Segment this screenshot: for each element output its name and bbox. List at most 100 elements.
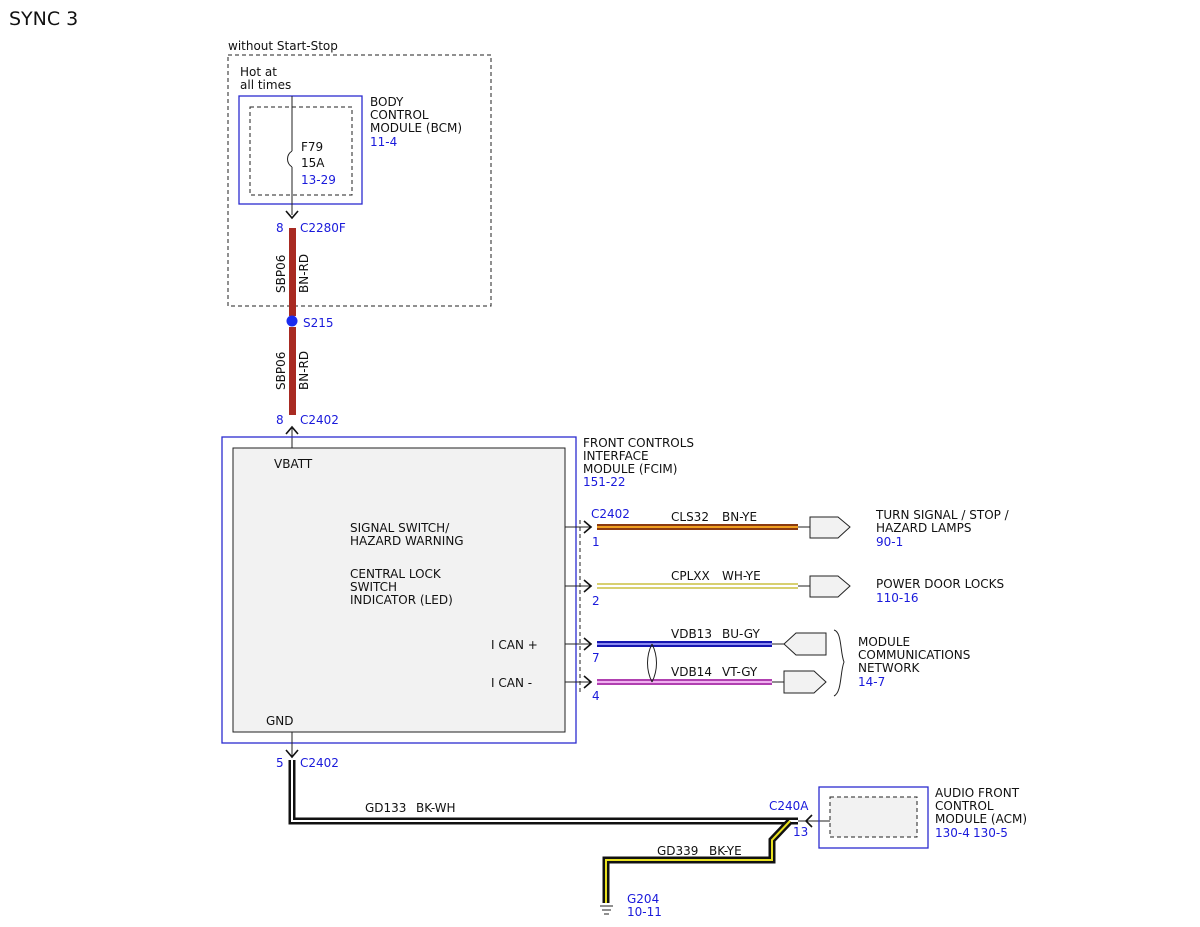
wire-cplxx-stripe (597, 585, 798, 587)
start-stop-region (227, 54, 492, 307)
out7-pin: 7 (592, 651, 600, 665)
brace-icon (833, 629, 845, 697)
fcim-vbatt: VBATT (274, 457, 313, 471)
fcim-name-1: FRONT CONTROLS (583, 436, 694, 450)
connector-arrow-icon (804, 814, 813, 828)
fuse-rating: 15A (301, 156, 325, 170)
wire-cls32-stripe (597, 526, 798, 528)
start-stop-label: without Start-Stop (228, 39, 338, 53)
acm-name-3: MODULE (ACM) (935, 812, 1027, 826)
out2-circuit: CPLXX (671, 569, 710, 583)
out1-dest-1: TURN SIGNAL / STOP / (875, 508, 1010, 522)
fuse-symbol-icon (287, 150, 293, 168)
wire-gd339-stripe (605, 820, 791, 903)
fcim-signal-1: SIGNAL SWITCH/ (350, 521, 450, 535)
fcim-vbatt-pin: 8 (276, 413, 284, 427)
acm-connector-name[interactable]: C240A (769, 799, 809, 813)
out2-ref[interactable]: 110-16 (876, 591, 919, 605)
twisted-pair-icon (647, 643, 657, 683)
wire-sbp06-lower[interactable] (289, 327, 296, 415)
fcim-lock-3: INDICATOR (LED) (350, 593, 453, 607)
fcim-name-3: MODULE (FCIM) (583, 462, 677, 476)
acm-name-1: AUDIO FRONT (935, 786, 1020, 800)
destination-connector-icon (809, 575, 851, 598)
wire-upper-color: BN-RD (297, 254, 311, 293)
out1-color: BN-YE (722, 510, 757, 524)
connector-arrow-icon (583, 579, 593, 593)
bcm-name-2: CONTROL (370, 108, 429, 122)
acm-connector-pin: 13 (793, 825, 808, 839)
splice-dot-icon[interactable] (286, 315, 298, 327)
out2-dest-1: POWER DOOR LOCKS (876, 577, 1004, 591)
out2-pin: 2 (592, 594, 600, 608)
splice-name[interactable]: S215 (303, 316, 334, 330)
gd339-circuit: GD339 (657, 844, 698, 858)
network-name-1: MODULE (858, 635, 910, 649)
out4-circuit: VDB14 (671, 665, 712, 679)
hot-at-label-2: all times (240, 78, 291, 92)
wire-lower-circuit: SBP06 (274, 352, 288, 390)
acm-ref-2[interactable]: 130-5 (973, 826, 1008, 840)
fcim-lock-1: CENTRAL LOCK (350, 567, 442, 581)
fcim-ref[interactable]: 151-22 (583, 475, 626, 489)
network-ref[interactable]: 14-7 (858, 675, 885, 689)
gnd-connector-name[interactable]: C2402 (300, 756, 339, 770)
bcm-connector-name[interactable]: C2280F (300, 221, 346, 235)
out4-pin: 4 (592, 689, 600, 703)
connector-arrow-icon (285, 210, 299, 220)
right-connector-name[interactable]: C2402 (591, 507, 630, 521)
fcim-module[interactable] (221, 436, 577, 744)
wire-upper-circuit: SBP06 (274, 255, 288, 293)
acm-ref-1[interactable]: 130-4 (935, 826, 970, 840)
fcim-gnd: GND (266, 714, 294, 728)
bcm-module[interactable] (238, 95, 363, 205)
out7-circuit: VDB13 (671, 627, 712, 641)
gd339-color: BK-YE (709, 844, 742, 858)
fuse-ref[interactable]: 13-29 (301, 173, 336, 187)
fcim-lock-2: SWITCH (350, 580, 397, 594)
fcim-name-2: INTERFACE (583, 449, 649, 463)
hot-at-label-1: Hot at (240, 65, 277, 79)
out1-circuit: CLS32 (671, 510, 709, 524)
connector-arrow-icon (583, 675, 593, 689)
fcim-ican-minus: I CAN - (491, 676, 532, 690)
bcm-name-1: BODY (370, 95, 404, 109)
bcm-connector-pin: 8 (276, 221, 284, 235)
ground-name[interactable]: G204 (627, 892, 659, 906)
gd133-color: BK-WH (416, 801, 456, 815)
fcim-vbatt-connector[interactable]: C2402 (300, 413, 339, 427)
acm-inner (829, 796, 918, 838)
connector-arrow-icon (583, 637, 593, 651)
bcm-ref[interactable]: 11-4 (370, 135, 397, 149)
bcm-inner-dashed (249, 106, 353, 196)
out7-color: BU-GY (722, 627, 760, 641)
network-name-2: COMMUNICATIONS (858, 648, 970, 662)
page-title: SYNC 3 (9, 8, 78, 30)
out4-color: VT-GY (722, 665, 758, 679)
out1-dest-2: HAZARD LAMPS (876, 521, 971, 535)
out2-color: WH-YE (722, 569, 761, 583)
connector-arrow-icon (285, 749, 299, 759)
wire-gd339[interactable] (602, 818, 793, 903)
acm-module[interactable] (818, 786, 929, 849)
fcim-ican-plus: I CAN + (491, 638, 538, 652)
network-name-3: NETWORK (858, 661, 921, 675)
acm-name-2: CONTROL (935, 799, 994, 813)
fcim-signal-2: HAZARD WARNING (350, 534, 464, 548)
bcm-name-3: MODULE (BCM) (370, 121, 462, 135)
wire-vdb14-stripe (597, 681, 772, 683)
out1-ref[interactable]: 90-1 (876, 535, 903, 549)
wire-lower-color: BN-RD (297, 351, 311, 390)
gd133-circuit: GD133 (365, 801, 406, 815)
out1-pin: 1 (592, 535, 600, 549)
destination-connector-icon (809, 516, 851, 539)
wire-vdb13-stripe (597, 643, 772, 645)
network-connector-icon (783, 670, 827, 694)
wire-sbp06-upper[interactable] (289, 228, 296, 316)
fcim-inner (232, 447, 566, 733)
ground-ref[interactable]: 10-11 (627, 905, 662, 919)
network-connector-icon (783, 632, 827, 656)
fuse-name: F79 (301, 140, 323, 154)
gnd-connector-pin: 5 (276, 756, 284, 770)
